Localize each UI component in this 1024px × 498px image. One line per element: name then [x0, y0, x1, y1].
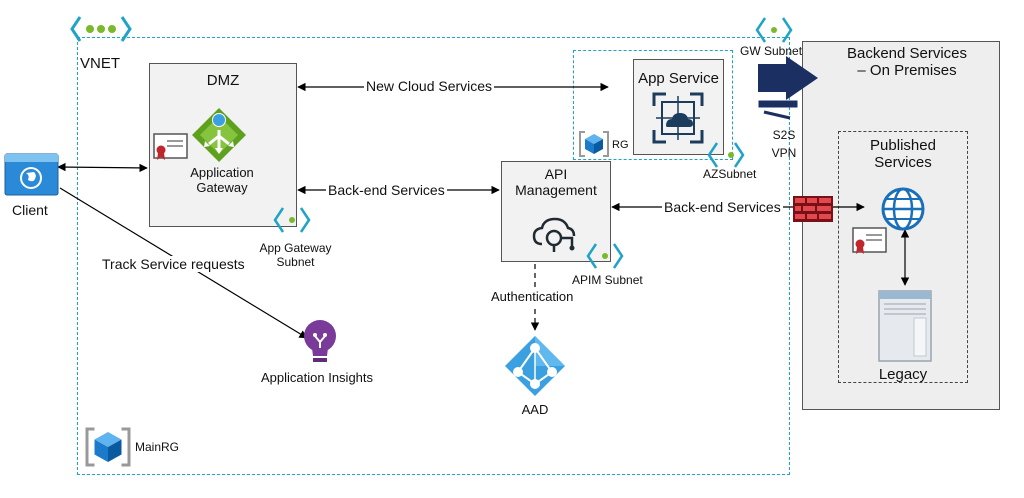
client-label: Client	[12, 202, 48, 218]
authentication-label: Authentication	[489, 289, 576, 305]
resource-group-icon	[579, 131, 609, 157]
track-service-requests-label: Track Service requests	[100, 256, 247, 273]
backend-services-right-label: Back-end Services	[662, 199, 783, 216]
main-rg-label: MainRG	[135, 440, 180, 454]
subnet-icon	[586, 243, 624, 269]
published-services-title: Published Services	[870, 137, 936, 172]
published-services-box	[838, 131, 968, 383]
certificate-icon	[153, 133, 188, 160]
app-gateway-label: Application Gateway	[190, 165, 254, 195]
vnet-boundary	[77, 37, 790, 475]
new-cloud-services-label: New Cloud Services	[364, 78, 495, 95]
backend-onprem-title: Backend Services – On Premises	[846, 45, 968, 80]
rg-box	[573, 50, 733, 160]
application-insights-icon	[304, 320, 336, 362]
rg-label: RG	[612, 139, 629, 151]
application-insights-label: Application Insights	[261, 370, 374, 385]
api-management-icon	[532, 217, 576, 252]
client-browser-icon	[4, 153, 59, 196]
certificate-icon	[852, 227, 887, 254]
firewall-icon	[793, 196, 833, 222]
legacy-server-icon	[878, 290, 932, 362]
backend-services-left-label: Back-end Services	[326, 182, 447, 199]
vnet-icon	[70, 16, 132, 42]
subnet-icon	[273, 207, 311, 233]
resource-group-icon	[85, 427, 131, 467]
client-gateway-arrow	[57, 162, 148, 173]
gw-subnet-label: GW Subnet	[740, 44, 803, 58]
application-gateway-icon	[192, 108, 246, 162]
app-gateway-subnet-label: App Gateway Subnet	[259, 241, 332, 269]
aad-label: AAD	[521, 402, 549, 417]
app-service-title: App Service	[638, 70, 719, 87]
globe-icon	[881, 187, 925, 231]
apim-title: API Management	[515, 166, 597, 199]
az-subnet-label: AZSubnet	[703, 167, 757, 181]
vnet-label: VNET	[80, 55, 121, 72]
s2s-vpn-label: S2S VPN	[771, 128, 797, 160]
vpn-gateway-icon	[758, 56, 818, 120]
subnet-icon	[755, 17, 793, 43]
apim-subnet-label: APIM Subnet	[572, 273, 643, 287]
legacy-label: Legacy	[878, 366, 928, 383]
subnet-icon	[707, 142, 745, 168]
app-service-icon	[652, 92, 704, 144]
dmz-title: DMZ	[206, 72, 240, 89]
azure-active-directory-icon	[505, 336, 565, 396]
